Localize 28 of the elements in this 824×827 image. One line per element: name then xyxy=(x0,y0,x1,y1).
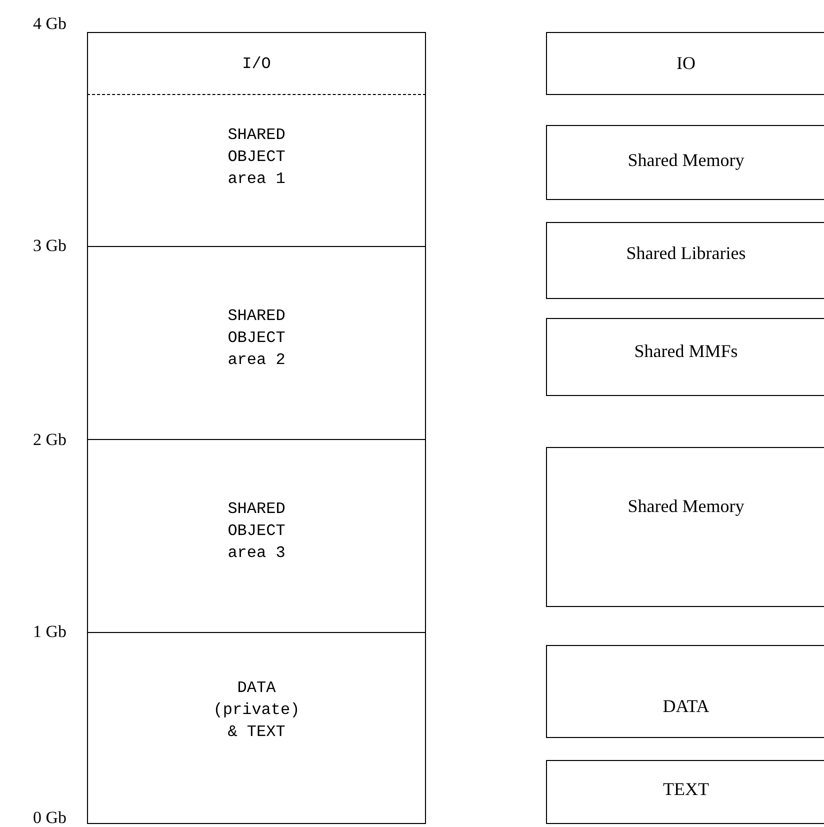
memory-region xyxy=(87,246,426,440)
region-label: IO xyxy=(676,53,696,74)
memory-block xyxy=(546,447,824,607)
region-label: TEXT xyxy=(663,779,709,800)
address-label: 0 Gb xyxy=(33,808,67,827)
memory-region xyxy=(87,632,426,824)
region-label: DATA (private) & TEXT xyxy=(213,678,300,743)
address-label: 3 Gb xyxy=(33,236,67,256)
region-label: Shared MMFs xyxy=(634,341,738,362)
address-label: 4 Gb xyxy=(33,14,67,34)
address-label: 1 Gb xyxy=(33,622,67,642)
memory-block xyxy=(546,760,824,824)
memory-region xyxy=(87,439,426,633)
region-label: Shared Libraries xyxy=(626,243,746,264)
memory-block xyxy=(546,645,824,738)
memory-block xyxy=(546,318,824,396)
region-label: I/O xyxy=(242,54,271,75)
region-label: Shared Memory xyxy=(628,150,744,171)
memory-block xyxy=(546,125,824,200)
region-label: SHARED OBJECT area 3 xyxy=(226,499,286,564)
memory-block xyxy=(546,222,824,299)
region-label: SHARED OBJECT area 1 xyxy=(226,125,286,190)
region-label: Shared Memory xyxy=(628,496,744,517)
memory-region xyxy=(87,32,426,95)
region-label: DATA xyxy=(662,696,710,717)
region-label: SHARED OBJECT area 2 xyxy=(226,306,286,371)
address-label: 2 Gb xyxy=(33,430,67,450)
memory-block xyxy=(546,32,824,95)
